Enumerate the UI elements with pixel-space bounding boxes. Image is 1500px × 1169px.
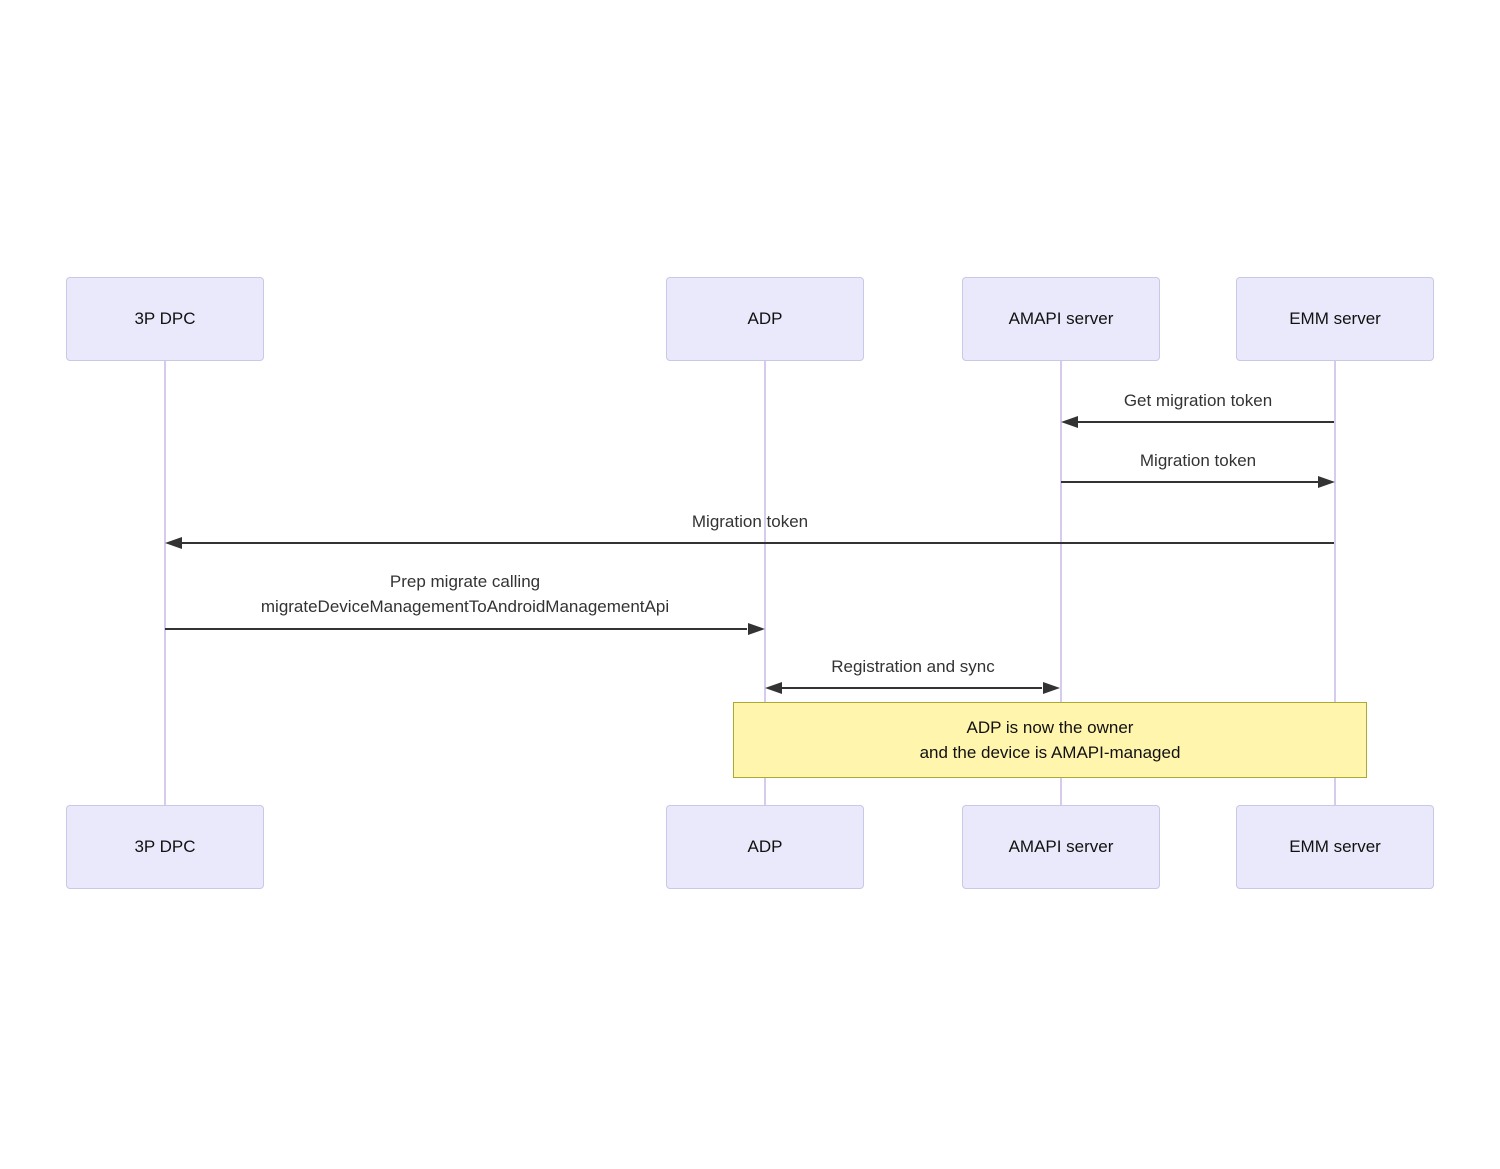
participant-box-emm-server-top: EMM server bbox=[1236, 277, 1434, 361]
arrowhead-left-icon bbox=[165, 537, 182, 549]
message-label-migration-token-2: Migration token bbox=[691, 512, 809, 531]
participant-box-3p-dpc-bottom: 3P DPC bbox=[66, 805, 264, 889]
arrowhead-right-icon bbox=[1318, 476, 1335, 488]
message-label-prep-migrate-line1: Prep migrate calling bbox=[389, 572, 541, 591]
message-arrow-prep-migrate bbox=[165, 628, 747, 630]
participant-label: 3P DPC bbox=[134, 837, 196, 856]
note-text-line2: and the device is AMAPI-managed bbox=[919, 743, 1181, 762]
participant-label: EMM server bbox=[1289, 837, 1381, 856]
note-box: ADP is now the owner and the device is A… bbox=[733, 702, 1367, 778]
message-arrow-get-migration-token bbox=[1066, 421, 1334, 423]
participant-box-amapi-server-bottom: AMAPI server bbox=[962, 805, 1160, 889]
participant-label: AMAPI server bbox=[1008, 837, 1114, 856]
participant-label: ADP bbox=[747, 837, 783, 856]
arrowhead-right-icon bbox=[1043, 682, 1060, 694]
participant-box-adp-top: ADP bbox=[666, 277, 864, 361]
arrowhead-left-icon bbox=[1061, 416, 1078, 428]
participant-box-adp-bottom: ADP bbox=[666, 805, 864, 889]
message-label-prep-migrate-line2: migrateDeviceManagementToAndroidManageme… bbox=[260, 597, 670, 616]
arrowhead-left-icon bbox=[765, 682, 782, 694]
message-arrow-migration-token-2 bbox=[170, 542, 1334, 544]
message-arrow-migration-token-1 bbox=[1061, 481, 1329, 483]
note-text-line1: ADP is now the owner bbox=[966, 718, 1134, 737]
message-label-registration-and-sync: Registration and sync bbox=[831, 657, 995, 676]
lifeline-amapi-server bbox=[1060, 361, 1062, 805]
participant-box-emm-server-bottom: EMM server bbox=[1236, 805, 1434, 889]
lifeline-adp bbox=[764, 361, 766, 805]
message-label-migration-token-1: Migration token bbox=[1139, 451, 1257, 470]
participant-box-3p-dpc-top: 3P DPC bbox=[66, 277, 264, 361]
arrowhead-right-icon bbox=[748, 623, 765, 635]
message-label-get-migration-token: Get migration token bbox=[1123, 391, 1273, 410]
participant-label: ADP bbox=[747, 309, 783, 328]
participant-box-amapi-server-top: AMAPI server bbox=[962, 277, 1160, 361]
lifeline-3p-dpc bbox=[164, 361, 166, 805]
participant-label: AMAPI server bbox=[1008, 309, 1114, 328]
participant-label: 3P DPC bbox=[134, 309, 196, 328]
lifeline-emm-server bbox=[1334, 361, 1336, 805]
participant-label: EMM server bbox=[1289, 309, 1381, 328]
message-arrow-registration-and-sync bbox=[782, 687, 1042, 689]
